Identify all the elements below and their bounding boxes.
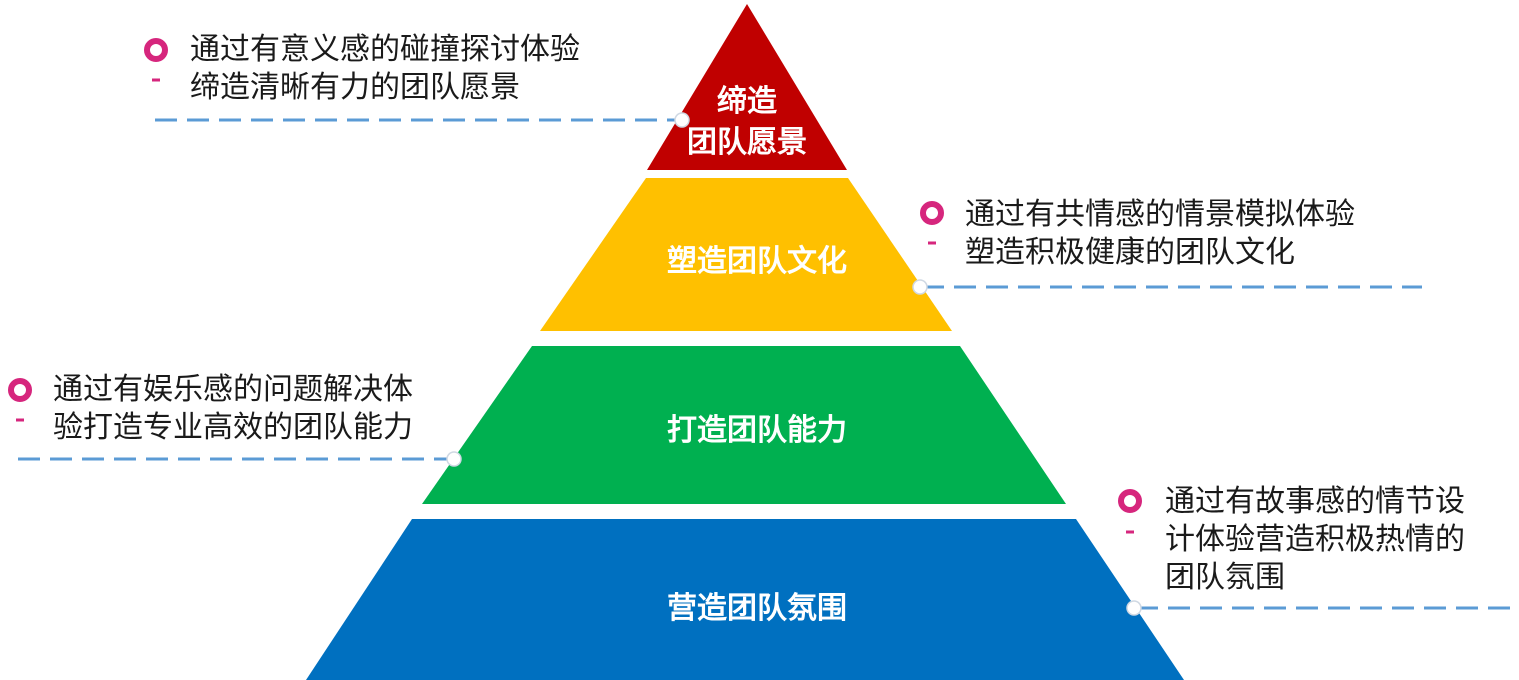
callout-vision-line2: 缔造清晰有力的团队愿景 xyxy=(190,70,520,105)
callout-atmosphere-line1: 通过有故事感的情节设 xyxy=(1165,484,1465,519)
pyramid-level-vision xyxy=(647,4,847,170)
leader-line-vision xyxy=(155,112,690,128)
callout-capability: 通过有娱乐感的问题解决体 验打造专业高效的团队能力 xyxy=(53,371,413,447)
callout-vision-line1: 通过有意义感的碰撞探讨体验 xyxy=(190,32,580,67)
level-label-culture: 塑造团队文化 xyxy=(667,244,847,279)
leader-dot-icon xyxy=(446,451,462,467)
ring-bullet-icon xyxy=(144,38,168,82)
leader-dot-icon xyxy=(1126,600,1142,616)
leader-line-culture xyxy=(912,279,1422,295)
level-label-vision-line1: 缔造 xyxy=(717,84,777,119)
level-label-vision-line2: 团队愿景 xyxy=(687,125,807,160)
leader-dot-icon xyxy=(912,279,928,295)
callout-atmosphere-line3: 团队氛围 xyxy=(1165,560,1285,595)
level-label-atmosphere: 营造团队氛围 xyxy=(667,591,847,626)
level-label-capability: 打造团队能力 xyxy=(667,413,847,448)
callout-culture-line2: 塑造积极健康的团队文化 xyxy=(965,235,1295,270)
leader-line-atmosphere xyxy=(1126,600,1512,616)
pyramid-level-culture xyxy=(540,178,952,331)
callout-vision: 通过有意义感的碰撞探讨体验 缔造清晰有力的团队愿景 xyxy=(190,31,580,107)
pyramid-level-capability xyxy=(422,346,1066,504)
leader-line-capability xyxy=(18,451,462,467)
callout-culture: 通过有共情感的情景模拟体验 塑造积极健康的团队文化 xyxy=(965,196,1355,272)
callout-atmosphere-line2: 计体验营造积极热情的 xyxy=(1165,522,1465,557)
callout-capability-line1: 通过有娱乐感的问题解决体 xyxy=(53,372,413,407)
callout-culture-line1: 通过有共情感的情景模拟体验 xyxy=(965,197,1355,232)
callout-capability-line2: 验打造专业高效的团队能力 xyxy=(53,410,413,445)
leader-dot-icon xyxy=(674,112,690,128)
ring-bullet-icon xyxy=(8,378,32,422)
pyramid-level-atmosphere xyxy=(306,519,1184,680)
ring-bullet-icon xyxy=(920,201,944,245)
callout-atmosphere: 通过有故事感的情节设 计体验营造积极热情的 团队氛围 xyxy=(1165,483,1465,597)
ring-bullet-icon xyxy=(1118,489,1142,534)
